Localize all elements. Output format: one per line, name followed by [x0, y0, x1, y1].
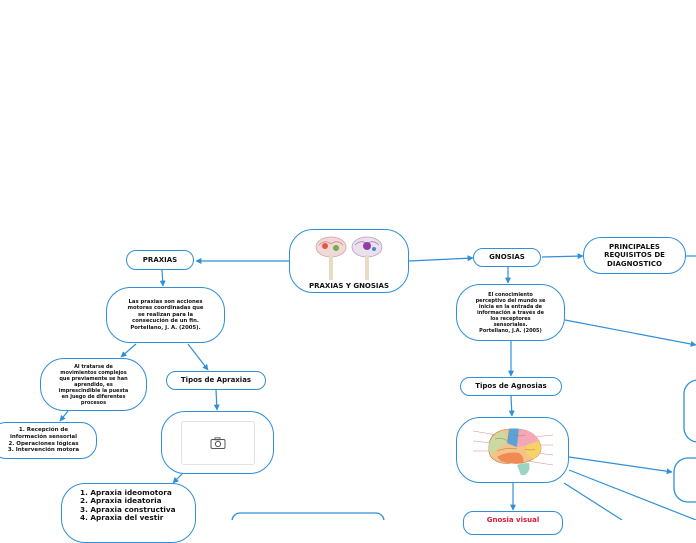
gnosias-def-line-1: perceptivo del mundo se	[475, 297, 546, 304]
partial-node-bottom	[231, 512, 385, 520]
brain-right-icon	[351, 236, 383, 280]
gnosias-def-line-4: los receptores	[490, 315, 531, 322]
process-line-3: 3. Intervención motora	[7, 447, 80, 454]
offscreen-node-right-2	[673, 457, 696, 503]
requisitos-line-2: DIAGNOSTICO	[607, 259, 662, 268]
apraxia-item-0: 1. Apraxia ideomotora	[80, 488, 172, 497]
brain-lobes-diagram-icon	[472, 428, 553, 475]
agnosias-image-node[interactable]	[456, 417, 569, 483]
edge-types-brain	[508, 395, 515, 417]
tipos-agnosias-node[interactable]: Tipos de Agnosias	[460, 377, 562, 396]
process-line-2: 2. Operaciones lógicas	[8, 440, 79, 447]
praxias-def-line-3: consecución de un fin.	[132, 318, 199, 325]
edge-definition-types	[187, 343, 209, 371]
praxias-title: PRAXIAS	[142, 255, 178, 264]
tipos-apraxias-title: Tipos de Apraxias	[180, 376, 252, 385]
learned-line-4: imprescindible la puesta	[58, 387, 129, 394]
praxias-definition-node[interactable]: Las praxias son acciones motoras coordin…	[106, 287, 225, 343]
gnosias-def-line-3: información a través de	[476, 309, 545, 316]
edge-learned-processes	[59, 410, 69, 422]
edge-brain-right-1	[568, 456, 673, 475]
edge-central-gnosias	[408, 255, 474, 262]
gnosias-def-line-5: sensoriales.	[493, 321, 528, 328]
gnosia-visual-node[interactable]: Gnosia visual	[463, 511, 563, 535]
gnosias-node[interactable]: GNOSIAS	[473, 248, 541, 267]
offscreen-node-right-1	[683, 379, 696, 443]
praxias-def-line-1: motoras coordinadas que	[127, 305, 204, 312]
edge-brain-right-3	[563, 482, 623, 520]
praxias-processes-node[interactable]: 1. Recepción de información sensorial 2.…	[0, 422, 97, 459]
process-line-0: 1. Recepción de	[18, 427, 69, 434]
requisitos-node[interactable]: PRINCIPALES REQUISITOS DE DIAGNOSTICO	[583, 237, 686, 274]
tipos-apraxias-node[interactable]: Tipos de Apraxias	[166, 371, 266, 390]
central-title: PRAXIAS Y GNOSIAS	[308, 282, 389, 290]
gnosias-title: GNOSIAS	[489, 253, 525, 262]
edge-definition-learned	[120, 343, 137, 358]
process-line-1: información sensorial	[9, 433, 78, 440]
gnosia-visual-label: Gnosia visual	[486, 516, 540, 524]
gnosias-def-line-6: Portellano, J.A. (2005)	[479, 327, 542, 334]
apraxia-item-1: 2. Apraxia ideatoria	[80, 496, 162, 506]
requisitos-line-1: REQUISITOS DE	[604, 251, 665, 260]
praxias-def-line-4: Portellano, J. A. (2005).	[130, 324, 201, 331]
camera-icon	[210, 436, 225, 449]
apraxias-image-node[interactable]	[161, 411, 274, 474]
praxias-def-line-0: Las praxias son acciones	[128, 299, 203, 306]
learned-line-3: aprendido, es	[74, 381, 113, 388]
learned-line-6: procesos	[80, 399, 107, 406]
edge-definition-right	[564, 319, 696, 347]
learned-line-5: en juego de diferentes	[61, 393, 126, 400]
learned-line-0: Al tratarse de	[74, 363, 113, 370]
brain-left-icon	[315, 236, 347, 280]
edge-gnosias-requisitos	[541, 253, 584, 260]
apraxias-list-node[interactable]: 1. Apraxia ideomotora 2. Apraxia ideator…	[61, 483, 196, 543]
gnosias-def-line-0: El conocimiento	[488, 291, 533, 298]
edge-types-image	[213, 389, 220, 411]
image-placeholder	[180, 420, 255, 465]
learned-line-2: que previamente se han	[59, 375, 128, 382]
gnosias-def-line-2: inicia en la entrada de	[478, 303, 543, 310]
edge-praxias-definition	[159, 269, 166, 287]
apraxia-item-2: 3. Apraxia constructiva	[80, 504, 176, 514]
edge-brain-right-2	[568, 469, 696, 520]
learned-line-1: movimientos complejos	[60, 369, 127, 376]
central-topic[interactable]: PRAXIAS Y GNOSIAS	[289, 229, 409, 293]
requisitos-line-0: PRINCIPALES	[609, 242, 660, 251]
praxias-learned-node[interactable]: Al tratarse de movimientos complejos que…	[40, 358, 147, 411]
brain-illustration-icon	[315, 236, 383, 280]
gnosias-definition-node[interactable]: El conocimiento perceptivo del mundo se …	[456, 284, 565, 341]
praxias-node[interactable]: PRAXIAS	[126, 250, 194, 270]
connector-layer	[59, 253, 696, 520]
praxias-def-line-2: se realizan para la	[137, 311, 194, 318]
apraxia-item-3: 4. Apraxia del vestir	[80, 513, 164, 523]
tipos-agnosias-title: Tipos de Agnosias	[475, 382, 547, 391]
